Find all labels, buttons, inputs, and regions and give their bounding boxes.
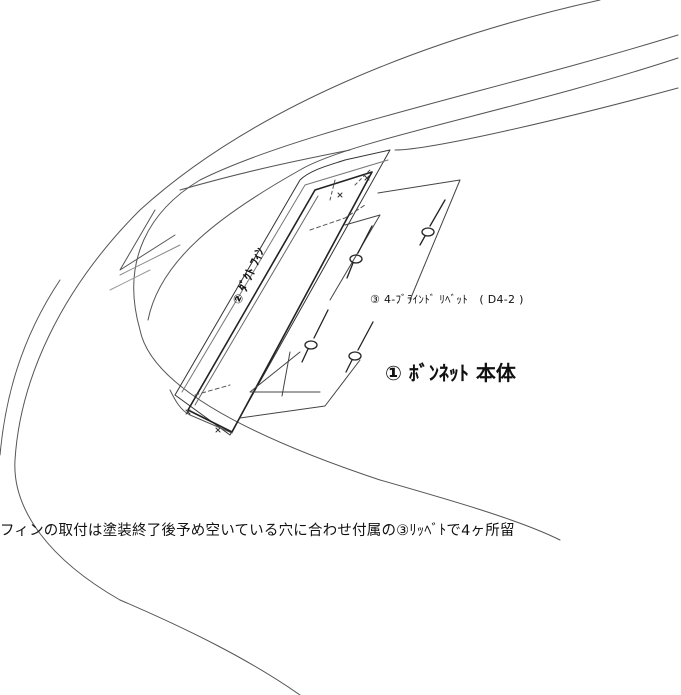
leader-line [239, 359, 361, 419]
blind-rivet [419, 199, 446, 246]
duct-fin-panel [187, 171, 373, 433]
bonnet-feature-line [119, 244, 181, 276]
hole-guide [309, 204, 366, 231]
blind-rivet [346, 225, 373, 279]
leader-line [377, 179, 461, 301]
bonnet-outline [147, 57, 679, 321]
leader-line [281, 351, 291, 397]
leader-line [249, 351, 321, 393]
rivet-hole [185, 409, 191, 415]
bonnet-feature-line [119, 209, 176, 271]
duct-fin-panel [194, 195, 319, 406]
rivet-hole [215, 427, 221, 433]
rivet-hole [337, 192, 343, 198]
hole-guide [329, 179, 336, 201]
bonnet-feature-line [109, 269, 151, 291]
installation-instruction: フィンの取付は塗装終了後予め空いている穴に合わせ付属の③ﾘｯﾍﾞﾄで4ヶ所留 [0, 523, 515, 539]
blind-rivet [301, 309, 329, 363]
hole-guide [194, 384, 231, 396]
blind-rivet-label: ③ 4-ﾌﾞﾗｲﾝﾄﾞ ﾘﾍﾞｯﾄ ( D4-2 ) [370, 293, 524, 306]
bonnet-outline [0, 279, 61, 456]
bonnet-outline [14, 0, 601, 601]
leader-line [329, 214, 381, 301]
bonnet-feature-line [179, 149, 351, 191]
bonnet-outline [394, 87, 679, 151]
hole-guide [354, 169, 371, 186]
bonnet-outline [119, 599, 301, 695]
duct-opening [174, 149, 391, 436]
bonnet-outline [133, 34, 679, 541]
bonnet-body-label: ① ﾎﾞﾝﾈｯﾄ 本体 [385, 361, 516, 385]
duct-opening [169, 389, 233, 434]
duct-opening [181, 159, 389, 393]
rivet-hole [364, 175, 370, 181]
blind-rivet [345, 321, 374, 373]
